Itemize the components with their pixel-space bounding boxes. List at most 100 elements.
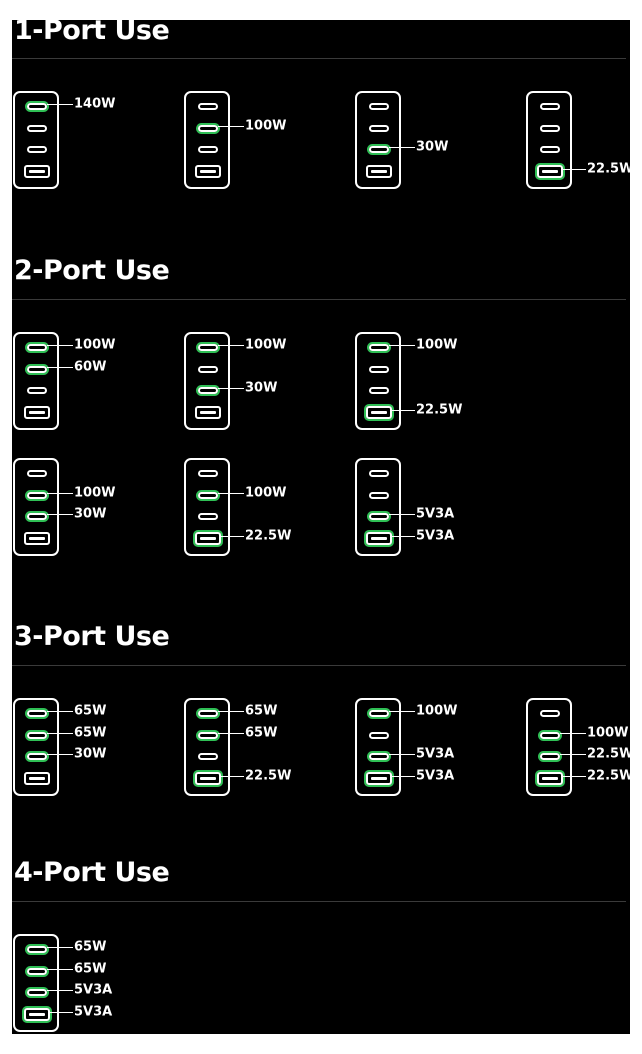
- usb-c-port-icon: [198, 145, 218, 153]
- usb-a-port-icon-active: [195, 771, 221, 785]
- port-usage-diagram: 1-Port Use 140W 100W 30W 22.5W 2-Port Use 100W…: [12, 20, 630, 1034]
- leader-line: [47, 733, 73, 734]
- usb-c-port-icon-active: [27, 967, 47, 975]
- usb-a-port-icon: [24, 405, 50, 419]
- leader-line: [218, 126, 244, 127]
- leader-line: [389, 514, 415, 515]
- section-title: 2-Port Use: [14, 255, 170, 286]
- charger-icon: [355, 332, 401, 430]
- leader-line: [563, 776, 586, 777]
- port-power-label: 65W: [245, 703, 278, 719]
- port-power-label: 30W: [74, 506, 107, 522]
- usb-c-port-icon-active: [198, 491, 218, 499]
- leader-line: [218, 711, 244, 712]
- usb-c-port-icon-active: [369, 512, 389, 520]
- port-power-label: 140W: [74, 96, 116, 112]
- usb-c-port-icon: [540, 124, 560, 132]
- usb-a-port-icon: [366, 164, 392, 178]
- usb-c-port-icon-active: [198, 731, 218, 739]
- usb-c-port-icon: [27, 386, 47, 394]
- usb-a-port-icon: [24, 164, 50, 178]
- leader-line: [392, 536, 415, 537]
- usb-c-port-icon: [369, 102, 389, 110]
- usb-c-port-icon-active: [540, 731, 560, 739]
- port-power-label: 22.5W: [245, 768, 292, 784]
- usb-c-port-icon-active: [198, 709, 218, 717]
- leader-line: [47, 493, 73, 494]
- charger-icon: [355, 698, 401, 796]
- port-power-label: 30W: [245, 380, 278, 396]
- port-power-label: 65W: [74, 939, 107, 955]
- port-power-label: 60W: [74, 359, 107, 375]
- usb-c-port-icon: [369, 491, 389, 499]
- section-divider: [12, 299, 626, 300]
- leader-line: [47, 754, 73, 755]
- leader-line: [218, 388, 244, 389]
- charger-icon: [13, 458, 59, 556]
- port-power-label: 100W: [74, 337, 116, 353]
- usb-a-port-icon: [24, 771, 50, 785]
- port-power-label: 5V3A: [416, 506, 455, 522]
- usb-c-port-icon: [540, 145, 560, 153]
- usb-c-port-icon-active: [27, 945, 47, 953]
- usb-c-port-icon-active: [27, 709, 47, 717]
- charger-icon: [184, 332, 230, 430]
- port-power-label: 100W: [416, 337, 458, 353]
- charger-icon: [526, 698, 572, 796]
- leader-line: [218, 493, 244, 494]
- usb-c-port-icon-active: [369, 145, 389, 153]
- charger-icon: [13, 91, 59, 189]
- leader-line: [47, 345, 73, 346]
- port-power-label: 5V3A: [416, 528, 455, 544]
- usb-c-port-icon-active: [27, 988, 47, 996]
- usb-c-port-icon: [369, 124, 389, 132]
- leader-line: [47, 104, 73, 105]
- port-power-label: 100W: [245, 337, 287, 353]
- port-power-label: 22.5W: [587, 768, 630, 784]
- usb-c-port-icon-active: [198, 343, 218, 351]
- usb-c-port-icon-active: [369, 752, 389, 760]
- usb-c-port-icon: [198, 365, 218, 373]
- usb-c-port-icon: [198, 469, 218, 477]
- section-divider: [12, 665, 626, 666]
- usb-a-port-icon-active: [366, 771, 392, 785]
- port-power-label: 5V3A: [416, 768, 455, 784]
- leader-line: [47, 990, 73, 991]
- section-title: 3-Port Use: [14, 621, 170, 652]
- usb-a-port-icon: [195, 405, 221, 419]
- port-power-label: 5V3A: [74, 1004, 113, 1020]
- usb-a-port-icon-active: [537, 771, 563, 785]
- leader-line: [389, 754, 415, 755]
- leader-line: [389, 711, 415, 712]
- leader-line: [218, 345, 244, 346]
- usb-c-port-icon-active: [27, 731, 47, 739]
- usb-c-port-icon: [369, 386, 389, 394]
- leader-line: [389, 147, 415, 148]
- leader-line: [50, 1012, 73, 1013]
- usb-c-port-icon-active: [27, 512, 47, 520]
- leader-line: [221, 536, 244, 537]
- leader-line: [47, 514, 73, 515]
- port-power-label: 100W: [74, 485, 116, 501]
- leader-line: [560, 733, 586, 734]
- usb-c-port-icon: [369, 731, 389, 739]
- usb-c-port-icon-active: [369, 343, 389, 351]
- leader-line: [218, 733, 244, 734]
- charger-icon: [184, 458, 230, 556]
- charger-icon: [355, 91, 401, 189]
- charger-icon: [13, 332, 59, 430]
- usb-c-port-icon: [27, 124, 47, 132]
- charger-icon: [355, 458, 401, 556]
- port-power-label: 100W: [416, 703, 458, 719]
- usb-a-port-icon: [24, 531, 50, 545]
- usb-c-port-icon: [198, 102, 218, 110]
- leader-line: [392, 776, 415, 777]
- usb-c-port-icon-active: [27, 102, 47, 110]
- port-power-label: 5V3A: [416, 746, 455, 762]
- port-power-label: 65W: [74, 725, 107, 741]
- port-power-label: 65W: [74, 703, 107, 719]
- leader-line: [47, 969, 73, 970]
- section-title: 1-Port Use: [14, 20, 170, 46]
- charger-icon: [526, 91, 572, 189]
- usb-c-port-icon-active: [27, 343, 47, 351]
